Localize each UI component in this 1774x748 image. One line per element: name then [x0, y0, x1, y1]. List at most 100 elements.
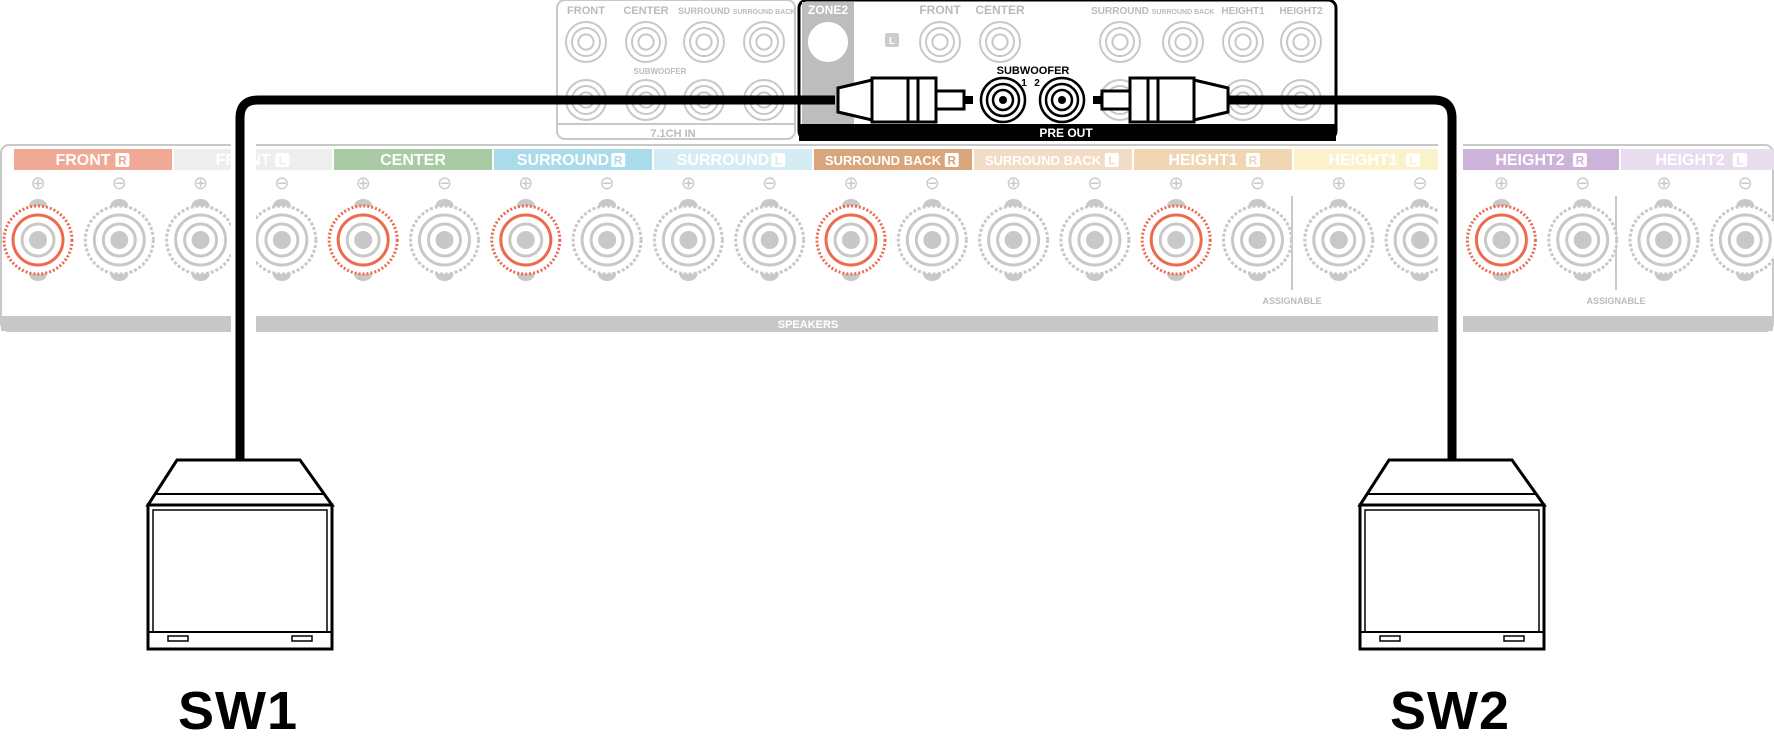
speaker-terminal-0: ⊕ — [2, 173, 74, 281]
plus-icon: ⊕ — [681, 173, 696, 194]
speaker-terminal-6: ⊕ — [490, 173, 562, 281]
side-marker: R — [1249, 154, 1258, 168]
assignable-label-2: ASSIGNABLE — [1586, 296, 1645, 306]
input-label-surround-back: SURROUND BACK — [733, 9, 796, 16]
side-marker-box — [275, 153, 290, 167]
channel-name: HEIGHT2 — [1495, 152, 1564, 169]
assignable-label-1: ASSIGNABLE — [1262, 296, 1321, 306]
side-marker-box — [1732, 153, 1747, 167]
side-marker-box — [611, 153, 626, 167]
terminals: ⊕⊖⊕⊖⊕⊖⊕⊖⊕⊖⊕⊖⊕⊖⊕⊖⊕⊖⊕⊖⊕⊖ — [2, 173, 1774, 281]
channel-name: FRONT — [55, 152, 110, 169]
preout-jack-top-0 — [919, 21, 961, 63]
channel-name: SURROUND — [517, 152, 609, 169]
channel-name: CENTER — [380, 152, 446, 169]
side-marker-box — [115, 153, 130, 167]
side-marker: L — [775, 154, 782, 168]
plus-icon: ⊕ — [1656, 173, 1671, 194]
input-jack-top-0 — [565, 21, 607, 63]
minus-icon: ⊖ — [1575, 173, 1590, 194]
speaker-terminal-12: ⊕ — [978, 173, 1050, 281]
speaker-terminals-panel: SPEAKERS ASSIGNABLE ASSIGNABLE FRONTRFRO… — [0, 140, 1774, 335]
speaker-terminal-7: ⊖ — [571, 173, 643, 281]
input-section-label: 7.1CH IN — [650, 128, 695, 140]
speaker-terminal-5: ⊖ — [409, 173, 480, 281]
sub1-number: 1 — [1021, 78, 1027, 89]
preout-label-surround: SURROUND — [1091, 6, 1149, 17]
speaker-terminal-13: ⊖ — [1059, 173, 1131, 281]
preout-jack-top-5 — [1280, 21, 1322, 63]
subwoofer-cables — [235, 76, 1457, 460]
rca-plug-sw2 — [1093, 76, 1230, 124]
preout-label-height2: HEIGHT2 — [1279, 6, 1323, 17]
channel-label-10: HEIGHT2 L — [1621, 149, 1774, 170]
preout-jack-top-4 — [1222, 21, 1264, 63]
side-marker: L — [279, 154, 286, 168]
channel-labels: FRONTRFRONTLCENTERSURROUNDRSURROUNDLSURR… — [14, 149, 1774, 170]
zone2-jack — [808, 22, 848, 62]
minus-icon: ⊖ — [1250, 173, 1265, 194]
sub2-number: 2 — [1034, 78, 1040, 89]
side-marker-box — [1405, 153, 1420, 167]
speaker-terminal-8: ⊕ — [652, 173, 724, 281]
side-marker: L — [1409, 154, 1416, 168]
speaker-terminal-20: ⊕ — [1628, 173, 1700, 281]
plus-icon: ⊕ — [1331, 173, 1346, 194]
subwoofer-out-1-jack — [979, 76, 1027, 124]
side-marker: R — [118, 154, 127, 168]
speaker-terminal-11: ⊖ — [896, 173, 968, 281]
input-label-center: CENTER — [623, 5, 668, 17]
channel-label-0: FRONT R — [14, 149, 172, 170]
zone2-label: ZONE2 — [808, 3, 848, 17]
minus-icon: ⊖ — [1738, 173, 1753, 194]
speaker-terminal-14: ⊕ — [1140, 173, 1212, 281]
minus-icon: ⊖ — [600, 173, 615, 194]
inputs-panel: FRONT CENTER SURROUND SURROUND BACK SUBW… — [556, 0, 796, 140]
channel-name: HEIGHT2 — [1655, 152, 1724, 169]
minus-icon: ⊖ — [274, 173, 289, 194]
side-marker-box — [771, 153, 786, 167]
side-marker: R — [1576, 154, 1585, 168]
preout-jack-top-2 — [1099, 21, 1141, 63]
input-label-subwoofer: SUBWOOFER — [634, 67, 687, 76]
sw1-label: SW1 — [178, 681, 299, 741]
side-marker-box — [1104, 153, 1119, 167]
side-marker-box — [944, 153, 959, 167]
rca-plug-sw1 — [836, 76, 973, 124]
sw2-label: SW2 — [1390, 681, 1511, 741]
minus-icon: ⊖ — [1087, 173, 1102, 194]
subwoofer-sw1 — [145, 458, 335, 651]
side-marker-box — [1572, 153, 1587, 167]
plus-icon: ⊕ — [193, 173, 208, 194]
channel-label-9: HEIGHT2 R — [1461, 149, 1619, 170]
channel-label-3: SURROUND R — [494, 149, 652, 170]
preout-label-surround-back: SURROUND BACK — [1152, 9, 1215, 16]
subwoofer-out-2-jack — [1038, 76, 1086, 124]
minus-icon: ⊖ — [112, 173, 127, 194]
speaker-terminal-1: ⊖ — [83, 173, 155, 281]
preout-label-front: FRONT — [919, 3, 961, 17]
side-marker: R — [614, 154, 623, 168]
input-label-front: FRONT — [567, 5, 605, 17]
plus-icon: ⊕ — [356, 173, 371, 194]
preout-jack-top-3 — [1162, 21, 1204, 63]
preout-jack-top-1 — [979, 21, 1021, 63]
preout-label-center: CENTER — [975, 3, 1025, 17]
minus-icon: ⊖ — [762, 173, 777, 194]
preout-section-label: PRE OUT — [1039, 126, 1093, 140]
input-jack-top-3 — [743, 21, 785, 63]
speaker-terminal-10: ⊕ — [815, 173, 887, 281]
preout-label-height1: HEIGHT1 — [1221, 6, 1265, 17]
l-marker-icon — [885, 33, 899, 47]
plus-icon: ⊕ — [1494, 173, 1509, 194]
minus-icon: ⊖ — [437, 173, 452, 194]
speaker-terminal-21: ⊖ — [1709, 173, 1774, 281]
plus-icon: ⊕ — [843, 173, 858, 194]
side-marker: L — [1736, 154, 1743, 168]
